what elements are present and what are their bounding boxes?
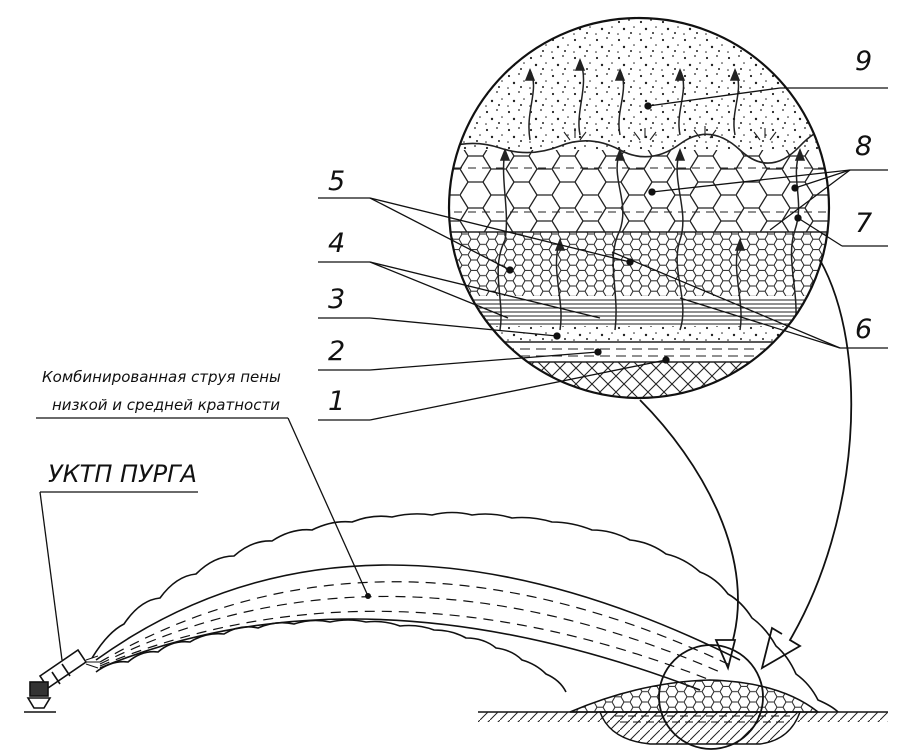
label-8: 8 [855, 131, 872, 162]
foam-jet [91, 511, 839, 713]
nozzle-device [24, 648, 100, 713]
layer-5-foam-small [449, 232, 829, 300]
bubble-bursts [563, 126, 777, 141]
label-7: 7 [855, 208, 872, 239]
layer-8-foam-large [449, 150, 829, 232]
magnified-circle-outline [447, 16, 831, 400]
jet-lower-envelope [95, 619, 567, 693]
label-6: 6 [855, 314, 872, 345]
jet-caption-line2: низкой и средней кратности [52, 396, 280, 414]
ground-magnify-circle [658, 644, 764, 750]
jet-outer-envelope [91, 511, 839, 713]
layer-4-striped [449, 296, 829, 326]
label-1: 1 [328, 386, 345, 417]
label-2: 2 [328, 336, 345, 367]
device-name: УКТП ПУРГА [48, 460, 197, 488]
label-5: 5 [328, 166, 345, 197]
label-9: 9 [855, 46, 872, 77]
magnified-foam-section [449, 18, 829, 398]
jet-caption-line1: Комбинированная струя пены [42, 368, 281, 386]
layer-9-gas-zone [449, 18, 829, 150]
leader-lines [318, 87, 888, 421]
layer-3-thin [449, 326, 829, 342]
rising-gas-arrows [497, 57, 806, 331]
magnification-arrows [639, 259, 853, 671]
label-3: 3 [328, 284, 345, 315]
ground-foam-pile [478, 644, 888, 750]
label-4: 4 [328, 228, 345, 259]
